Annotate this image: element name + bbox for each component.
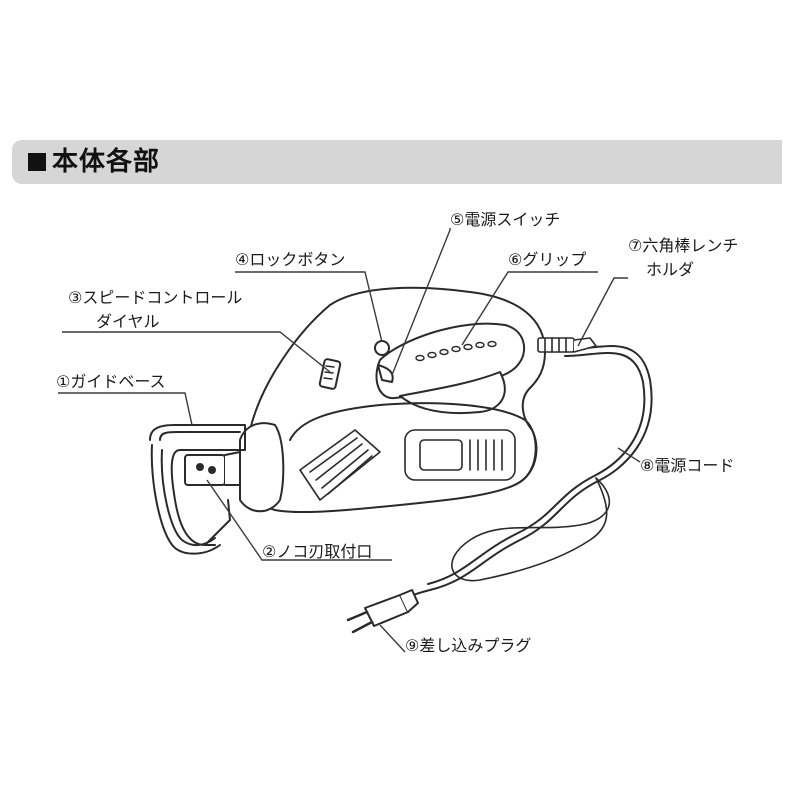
label-hex-wrench-holder: ⑦六角棒レンチ <box>628 232 738 256</box>
square-bullet-icon <box>28 153 46 171</box>
label-text: ノコ刃取付口 <box>276 542 373 561</box>
label-number: ⑦ <box>628 236 643 255</box>
label-grip: ⑥グリップ <box>508 246 586 270</box>
label-text: 電源コード <box>654 456 735 475</box>
leader-line-power-switch <box>391 228 451 376</box>
power-cord <box>394 345 653 606</box>
label-speed-control-dial: ③スピードコントロール <box>68 284 242 308</box>
label-text: 電源スイッチ <box>464 210 561 229</box>
label-speed-control-dial-line2: ダイヤル <box>96 308 160 332</box>
label-power-switch: ⑤電源スイッチ <box>450 206 560 230</box>
leader-line-grip <box>461 271 598 346</box>
label-power-cord: ⑧電源コード <box>640 452 734 476</box>
label-lock-button: ④ロックボタン <box>235 246 345 270</box>
label-plug: ⑨差し込みプラグ <box>405 632 531 656</box>
leader-line-guide-base <box>58 392 193 426</box>
label-number: ① <box>56 372 71 391</box>
leader-lines <box>58 228 641 653</box>
label-hex-wrench-holder-line2: ホルダ <box>646 256 694 280</box>
leader-line-blade-mount <box>206 479 392 561</box>
label-text: グリップ <box>522 250 587 269</box>
label-number: ④ <box>235 250 250 269</box>
label-text: スピードコントロール <box>82 288 243 307</box>
power-switch <box>377 364 394 383</box>
speed-control-dial <box>318 358 342 390</box>
label-blade-mount: ②ノコ刃取付口 <box>262 538 372 562</box>
section-title: 本体各部 <box>28 140 160 184</box>
label-text: 六角棒レンチ <box>642 236 739 255</box>
label-text: 差し込みプラグ <box>419 636 532 655</box>
label-number: ③ <box>68 288 83 307</box>
leader-line-plug <box>379 624 406 653</box>
hex-wrench-holder <box>537 337 597 353</box>
label-number: ⑥ <box>508 250 523 269</box>
rear-vent-panel <box>404 429 516 481</box>
plug-icon <box>346 589 419 634</box>
lock-button <box>374 340 390 356</box>
vent-grille <box>299 429 381 501</box>
guide-base <box>149 424 246 555</box>
label-number: ② <box>262 542 277 561</box>
label-number: ⑧ <box>640 456 655 475</box>
blade-clamp <box>184 451 241 486</box>
label-number: ⑨ <box>405 636 420 655</box>
label-guide-base: ①ガイドベース <box>56 368 166 392</box>
leader-line-hex-wrench <box>577 277 628 347</box>
label-text: ホルダ <box>646 260 695 279</box>
leader-line-power-cord <box>617 447 641 463</box>
leader-line-lock-button <box>235 271 383 343</box>
section-header-bar: 本体各部 <box>12 140 782 184</box>
leader-line-speed-dial <box>62 331 331 373</box>
label-number: ⑤ <box>450 210 465 229</box>
label-text: ロックボタン <box>249 250 346 269</box>
label-text: ダイヤル <box>96 312 160 331</box>
section-title-text: 本体各部 <box>52 147 161 177</box>
label-text: ガイドベース <box>70 372 166 391</box>
grip-texture <box>415 340 497 362</box>
